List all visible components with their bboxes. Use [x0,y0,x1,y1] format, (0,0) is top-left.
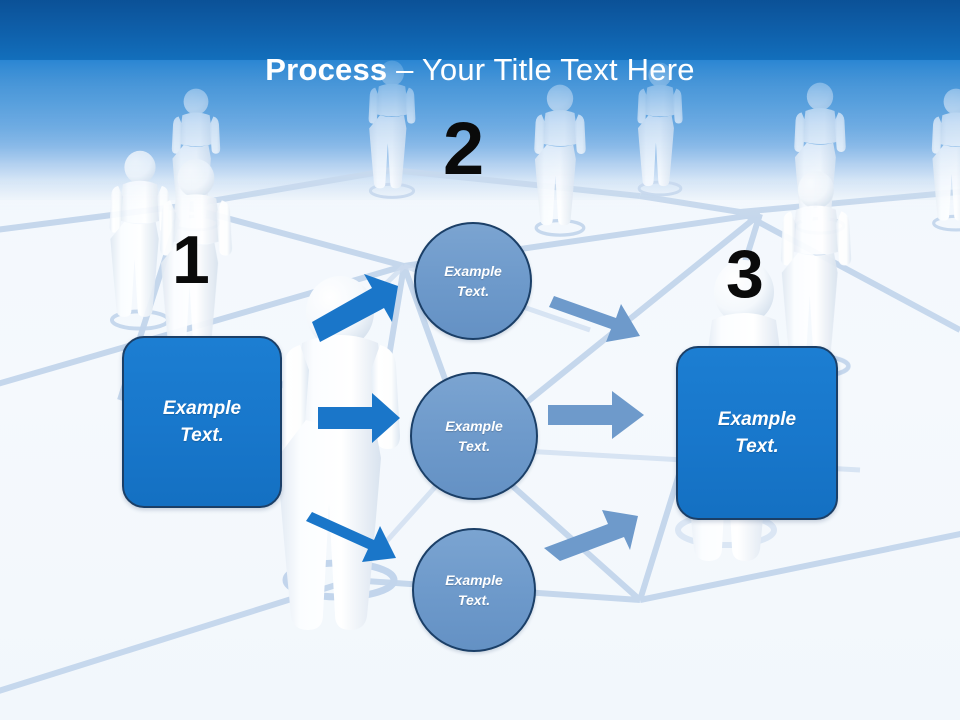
arrow-right-up [544,510,638,561]
process-circle-3-label: Example Text. [445,570,503,610]
process-circle-3-line2: Text. [457,592,491,608]
step-number-3: 3 [726,236,764,312]
step-number-2: 2 [443,107,485,190]
process-circle-1[interactable]: Example Text. [414,222,532,340]
arrow-left-down [306,512,396,562]
process-box-left[interactable]: Example Text. [122,336,282,508]
process-circle-1-label: Example Text. [444,261,502,301]
arrow-left-up [312,274,398,342]
process-box-right-label: Example Text. [718,406,796,460]
process-box-left-label: Example Text. [163,395,241,449]
arrow-right-right [548,391,644,439]
process-box-left-line2: Text. [180,425,224,446]
title-separator: – [387,52,422,87]
title-light-part: Your Title Text Here [421,52,695,87]
arrow-right-down [549,296,640,342]
step-number-1: 1 [172,222,210,298]
process-circle-2-line1: Example [445,418,503,434]
arrow-left-right [318,393,400,443]
process-box-left-line1: Example [162,398,242,419]
process-circle-2[interactable]: Example Text. [410,372,538,500]
process-circle-2-label: Example Text. [445,416,503,456]
process-box-right-line1: Example [717,409,797,430]
process-circle-2-line2: Text. [457,438,491,454]
process-circle-3-line1: Example [445,572,503,588]
process-box-right[interactable]: Example Text. [676,346,838,520]
process-circle-1-line2: Text. [456,283,490,299]
page-title: Process – Your Title Text Here [0,50,960,90]
process-circle-3[interactable]: Example Text. [412,528,536,652]
process-box-right-line2: Text. [735,436,779,457]
title-bold-part: Process [265,52,388,87]
process-circle-1-line1: Example [444,263,502,279]
